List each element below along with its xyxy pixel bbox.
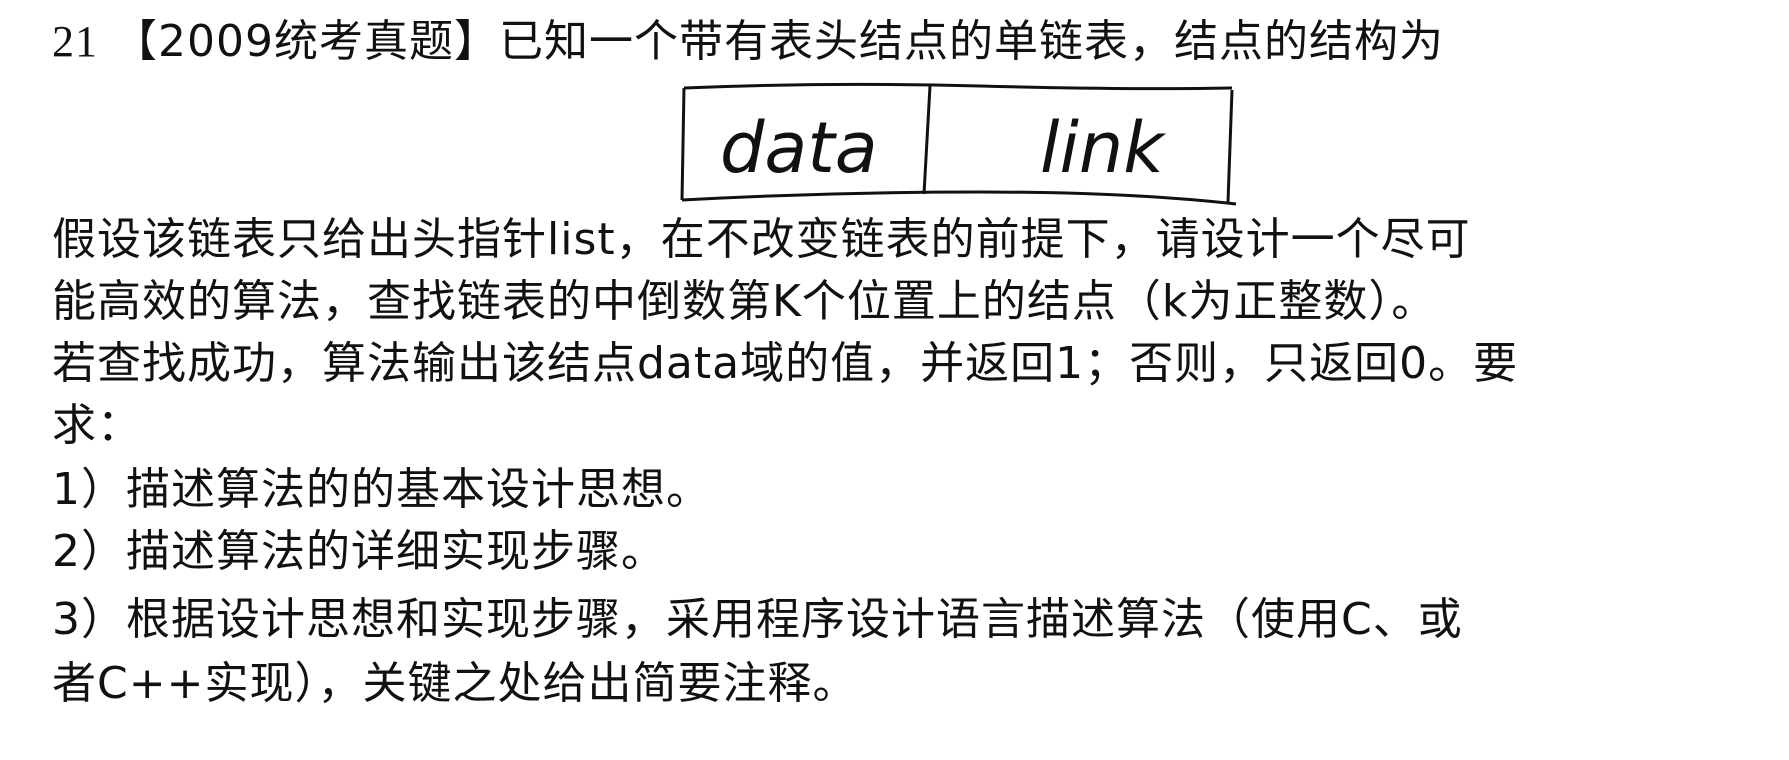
requirement-2: 2）描述算法的详细实现步骤。 — [52, 526, 666, 577]
body-line-3: 若查找成功，算法输出该结点data域的值，并返回1；否则，只返回0。要 — [52, 338, 1519, 389]
question-intro: 已知一个带有表头结点的单链表，结点的结构为 — [498, 16, 1444, 67]
requirement-1: 1）描述算法的的基本设计思想。 — [52, 464, 711, 515]
body-line-4: 求： — [52, 400, 142, 451]
field-data: data — [720, 107, 878, 189]
question-header: 21 【2009统考真题】已知一个带有表头结点的单链表，结点的结构为 — [52, 12, 1444, 72]
question-number: 21 — [52, 17, 98, 66]
source-tag: 【2009统考真题】 — [113, 16, 499, 67]
requirement-3: 3）根据设计思想和实现步骤，采用程序设计语言描述算法（使用C、或 — [52, 594, 1463, 645]
body-line-1: 假设该链表只给出头指针list，在不改变链表的前提下，请设计一个尽可 — [52, 214, 1471, 265]
node-structure-diagram: data link — [680, 80, 1240, 208]
requirement-3-cont: 者C++实现），关键之处给出简要注释。 — [52, 658, 858, 709]
field-link: link — [1040, 107, 1166, 189]
body-line-2: 能高效的算法，查找链表的中倒数第K个位置上的结点（k为正整数）。 — [52, 276, 1437, 327]
